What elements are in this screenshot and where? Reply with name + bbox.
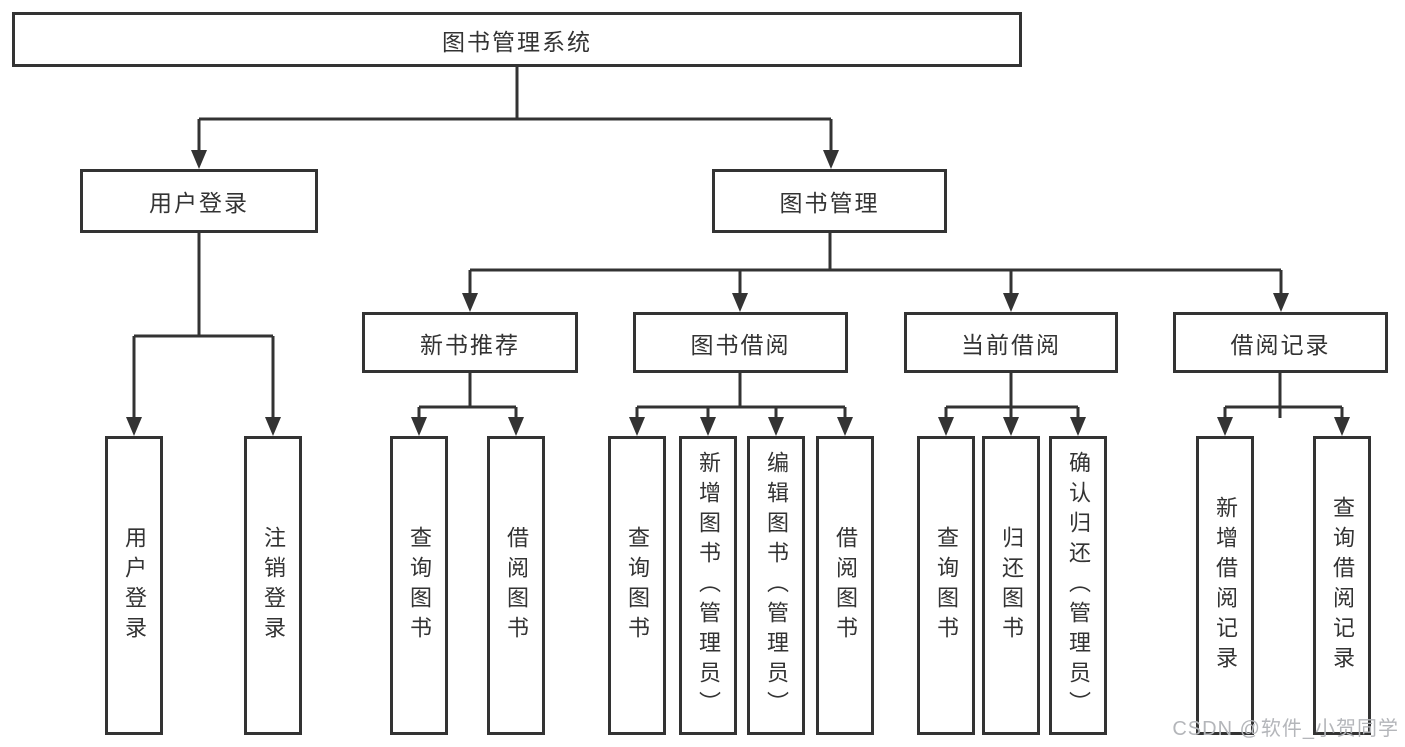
leaf-borrow-books: 借阅图书 [487,436,545,735]
leaf-query-books: 查询图书 [390,436,448,735]
arrow-into-leaf [1334,417,1350,436]
leaf-query-borrow-record: 查询借阅记录 [1313,436,1371,735]
arrow-into-leaf [768,417,784,436]
connector-book-mgmt-to-level3 [468,233,1283,295]
arrow-into-leaf [700,417,716,436]
arrow-into-leaf [126,417,142,436]
arrow-into-leaf [1070,417,1086,436]
connector-book-borrow-to-leaves [635,373,847,418]
leaf-confirm-return-admin: 确认归还（管理员） [1049,436,1107,735]
arrow-into-leaf [411,417,427,436]
arrow-into-borrow-records [1273,293,1289,312]
node-borrowing-records: 借阅记录 [1173,312,1388,373]
arrow-into-book-mgmt [823,150,839,169]
leaf-query-books: 查询图书 [917,436,975,735]
node-book-management: 图书管理 [712,169,947,233]
arrow-into-leaf [508,417,524,436]
leaf-add-books-admin: 新增图书（管理员） [679,436,737,735]
arrow-into-leaf [1003,417,1019,436]
arrow-into-new-book-rec [462,293,478,312]
leaf-edit-books-admin: 编辑图书（管理员） [747,436,805,735]
arrow-into-book-borrow [732,293,748,312]
arrow-into-leaf [265,417,281,436]
connector-new-book-rec-to-leaves [417,373,518,418]
arrow-into-leaf [837,417,853,436]
arrow-into-leaf [938,417,954,436]
node-current-borrowing: 当前借阅 [904,312,1118,373]
connector-user-login-to-leaves [132,233,275,418]
node-user-login: 用户登录 [80,169,318,233]
leaf-add-borrow-record: 新增借阅记录 [1196,436,1254,735]
csdn-watermark: CSDN @软件_小贺同学 [1172,718,1399,740]
connector-borrow-records-to-leaves [1223,373,1344,418]
arrow-into-leaf [1217,417,1233,436]
node-book-borrowing: 图书借阅 [633,312,848,373]
leaf-return-books: 归还图书 [982,436,1040,735]
connector-root-to-level2 [197,67,833,151]
leaf-borrow-books: 借阅图书 [816,436,874,735]
node-library-system: 图书管理系统 [12,12,1022,67]
leaf-query-books: 查询图书 [608,436,666,735]
arrowheads [126,150,1350,436]
leaf-user-login: 用户登录 [105,436,163,735]
arrow-into-current-borrow [1003,293,1019,312]
arrow-into-leaf [629,417,645,436]
arrow-into-user-login [191,150,207,169]
connector-current-borrow-to-leaves [944,373,1080,418]
leaf-logout: 注销登录 [244,436,302,735]
node-new-book-recommend: 新书推荐 [362,312,578,373]
